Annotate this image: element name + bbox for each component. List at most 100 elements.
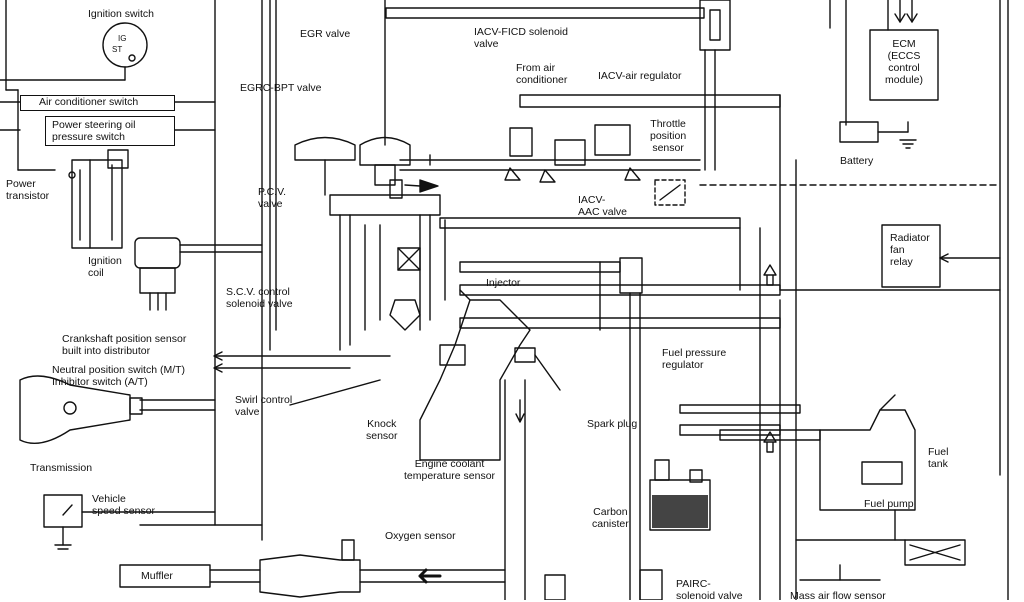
egr-valve-symbol xyxy=(359,136,411,166)
vehicle-speed-label-line2: speed sensor xyxy=(92,505,156,517)
knock-sensor-symbol xyxy=(439,344,466,366)
ignition-coil-label-line1: Ignition xyxy=(88,255,122,267)
throttle-position-label-line2: position xyxy=(650,130,687,142)
radiator-fan-relay-box xyxy=(881,224,941,288)
knock-sensor-label-line2: sensor xyxy=(366,430,398,442)
swirl-control-label-line2: valve xyxy=(235,406,260,418)
pairc-valve-symbol xyxy=(639,569,663,600)
iacv-aac-label: IACV- AAC valve xyxy=(578,194,627,218)
power-steering-label-line2: pressure switch xyxy=(52,131,125,143)
egrc-bpt-symbol xyxy=(294,136,356,161)
oxygen-sensor-label: Oxygen sensor xyxy=(385,530,456,542)
carbon-canister-label-line2: canister xyxy=(592,518,629,530)
iacv-ficd-valve-symbol xyxy=(509,127,533,157)
swirl-control-label-line1: Swirl control xyxy=(235,394,293,406)
fuel-tank-label-line1: Fuel xyxy=(928,446,949,458)
iacv-air-regulator-label: IACV-air regulator xyxy=(598,70,682,82)
fuel-pump-label: Fuel pump xyxy=(864,498,914,510)
crankshaft-sensor-label-line2: built into distributor xyxy=(62,345,151,357)
ignition-switch-ig-label: IG xyxy=(118,34,127,43)
scv-control-label: S.C.V. control solenoid valve xyxy=(226,286,293,310)
carbon-canister-label-line1: Carbon xyxy=(593,506,628,518)
ecm-box xyxy=(869,29,939,101)
injector-label: Injector xyxy=(486,277,521,289)
throttle-position-label-line1: Throttle xyxy=(650,118,686,130)
radiator-fan-relay-label: Radiator fan relay xyxy=(890,232,930,268)
power-steering-switch-box: Power steering oil pressure switch xyxy=(45,116,175,146)
pairc-label-line1: PAIRC- xyxy=(676,578,711,590)
carbon-canister-label: Carbon canister xyxy=(592,506,629,530)
swirl-control-label: Swirl control valve xyxy=(235,394,292,418)
fuel-pressure-regulator-label-line1: Fuel pressure xyxy=(662,347,727,359)
neutral-switch-label: Neutral position switch (M/T) Inhibitor … xyxy=(52,364,185,388)
fuel-pressure-regulator-symbol xyxy=(619,257,643,294)
engine-coolant-label: Engine coolant temperature sensor xyxy=(404,458,495,482)
power-transistor-label: Power transistor xyxy=(6,178,49,202)
transmission-label: Transmission xyxy=(30,462,93,474)
speed-sensor-meter xyxy=(43,494,83,528)
fuel-pump-box xyxy=(861,461,903,485)
ignition-coil-body xyxy=(134,237,181,269)
vehicle-speed-label: Vehicle speed sensor xyxy=(92,493,155,517)
spark-plug-label: Spark plug xyxy=(587,418,638,430)
knock-sensor-label-line1: Knock xyxy=(367,418,397,430)
radiator-fan-relay-label-line3: relay xyxy=(890,256,913,268)
neutral-switch-label-line2: Inhibitor switch (A/T) xyxy=(52,376,148,388)
ecm-label-line3: control xyxy=(888,62,920,74)
engine-coolant-label-line2: temperature sensor xyxy=(404,470,496,482)
spark-plug-symbol xyxy=(514,347,536,363)
pcv-valve-label: P.C.V. valve xyxy=(258,186,286,210)
fuel-tank-label: Fuel tank xyxy=(928,446,948,470)
ecm-label-line4: module) xyxy=(885,74,923,86)
engine-coolant-label-line1: Engine coolant xyxy=(414,458,485,470)
iacv-ficd-label-line1: IACV-FICD solenoid xyxy=(474,26,568,38)
knock-sensor-label: Knock sensor xyxy=(366,418,398,442)
ignition-switch-st-label: ST xyxy=(112,45,123,54)
battery-label: Battery xyxy=(840,155,874,167)
air-conditioner-switch-label: Air conditioner switch xyxy=(39,96,139,108)
throttle-position-label: Throttle position sensor xyxy=(650,118,686,154)
power-transistor-label-line2: transistor xyxy=(6,190,50,202)
neutral-switch-label-line1: Neutral position switch (M/T) xyxy=(52,364,186,376)
radiator-fan-relay-label-line2: fan xyxy=(890,244,905,256)
iacv-ficd-label-line2: valve xyxy=(474,38,499,50)
power-transistor-body xyxy=(71,159,123,249)
power-steering-label-line1: Power steering oil xyxy=(52,119,136,131)
iacv-aac-label-line2: AAC valve xyxy=(578,206,628,218)
transmission-shape xyxy=(19,375,131,444)
scv-solenoid-symbol xyxy=(397,247,421,271)
power-transistor-label-line1: Power xyxy=(6,178,36,190)
iacv-air-regulator-symbol xyxy=(594,124,631,156)
crankshaft-sensor-label: Crankshaft position sensor built into di… xyxy=(62,333,186,357)
pairc-label-line2: solenoid valve xyxy=(676,590,743,602)
iacv-ficd-label: IACV-FICD solenoid valve xyxy=(474,26,568,50)
pairc-label: PAIRC- solenoid valve xyxy=(676,578,743,602)
crankshaft-sensor-label-line1: Crankshaft position sensor xyxy=(62,333,187,345)
egrc-bpt-label: EGRC-BPT valve xyxy=(240,82,322,94)
throttle-position-label-line3: sensor xyxy=(652,142,684,154)
ignition-coil-label: Ignition coil xyxy=(88,255,122,279)
fuel-pressure-regulator-label: Fuel pressure regulator xyxy=(662,347,726,371)
ignition-coil-label-line2: coil xyxy=(88,267,104,279)
fuel-pressure-regulator-label-line2: regulator xyxy=(662,359,704,371)
scv-control-label-line2: solenoid valve xyxy=(226,298,293,310)
oxygen-sensor-symbol xyxy=(341,539,355,561)
fuel-tank-label-line2: tank xyxy=(928,458,948,470)
pcv-valve-label-line2: valve xyxy=(258,198,283,210)
catalyst-shape xyxy=(259,554,361,598)
pcv-valve-label-line1: P.C.V. xyxy=(258,186,287,198)
vehicle-speed-label-line1: Vehicle xyxy=(92,493,126,505)
muffler-body xyxy=(119,564,211,588)
carbon-canister-body xyxy=(649,479,711,531)
from-ac-label: From air conditioner xyxy=(516,62,567,86)
egr-valve-label: EGR valve xyxy=(300,28,351,40)
iacv-aac-label-line1: IACV- xyxy=(578,194,606,206)
scv-control-label-line1: S.C.V. control xyxy=(226,286,290,298)
fuel-tank-shape xyxy=(819,409,916,511)
engine-block xyxy=(419,299,531,461)
air-conditioner-switch-box: Air conditioner switch xyxy=(20,95,175,111)
radiator-fan-relay-label-line1: Radiator xyxy=(890,232,930,244)
ignition-switch-symbol xyxy=(102,22,148,68)
